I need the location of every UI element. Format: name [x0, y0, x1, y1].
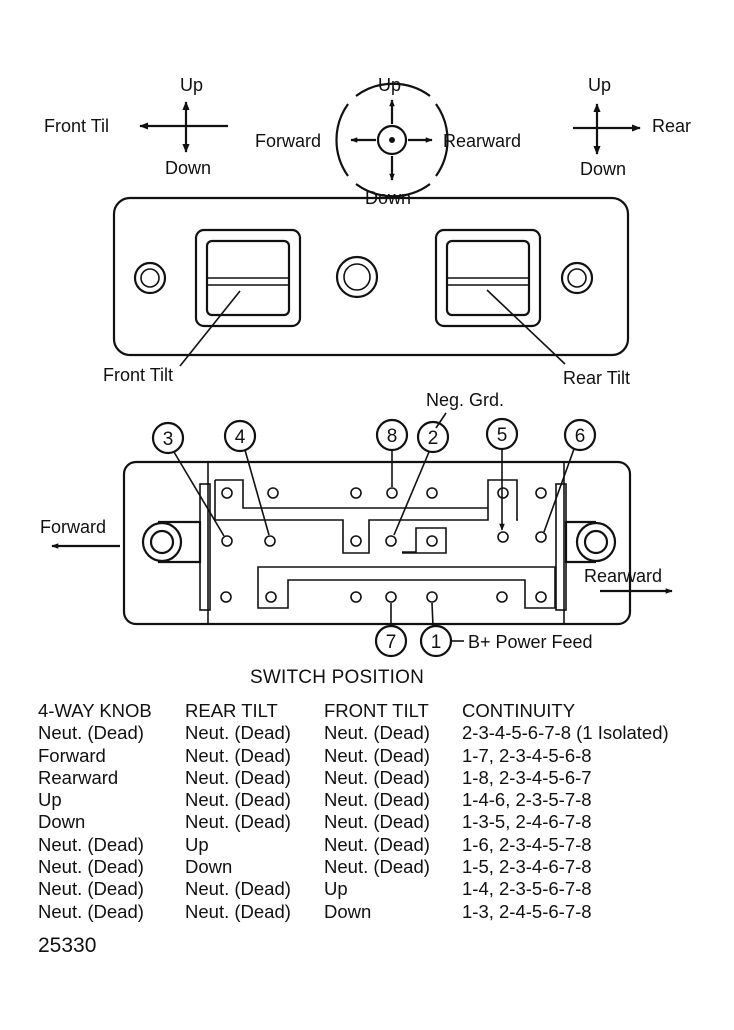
- header-rear-tilt: REAR TILT: [185, 700, 278, 721]
- table-row: Neut. (Dead) Up Neut. (Dead) 1-6, 2-3-4-…: [38, 833, 592, 855]
- header-front-tilt: FRONT TILT: [324, 700, 429, 721]
- power-feed-label: B+ Power Feed: [468, 632, 593, 652]
- rear-tilt-switch[interactable]: [434, 228, 542, 328]
- terminal-connector: [122, 460, 632, 626]
- rearward-label: Rearward: [584, 566, 662, 586]
- front-side-label: Front Til: [44, 116, 109, 136]
- terminal-8-callout: 8: [375, 418, 409, 487]
- table-row: Rearward Neut. (Dead) Neut. (Dead) 1-8, …: [38, 766, 592, 788]
- terminal-callouts: 3 4 8 2 5 6 7: [151, 417, 597, 658]
- table-row: Forward Neut. (Dead) Neut. (Dead) 1-7, 2…: [38, 744, 592, 766]
- front-down-label: Down: [165, 158, 211, 178]
- knob-icon: [376, 124, 408, 156]
- right-mount-ear: [564, 520, 617, 564]
- forward-label: Forward: [40, 517, 106, 537]
- left-mount-ear: [141, 520, 202, 564]
- front-tilt-switch[interactable]: [194, 228, 302, 328]
- rear-tilt-direction-indicator: Up Down Rear: [573, 75, 691, 179]
- figure-number: 25330: [38, 934, 97, 957]
- table-header-row: 4-WAY KNOB REAR TILT FRONT TILT CONTINUI…: [38, 700, 702, 722]
- front-tilt-label: Front Tilt: [103, 365, 173, 385]
- switch-panel: Front Tilt Rear Tilt: [103, 196, 630, 388]
- terminal-2-callout: 2: [393, 420, 450, 536]
- panel-right-screw: [560, 261, 594, 295]
- svg-text:4: 4: [235, 427, 246, 448]
- svg-text:8: 8: [387, 426, 398, 447]
- svg-text:2: 2: [428, 428, 439, 449]
- terminal-1-callout: 1: [419, 602, 464, 658]
- table-row: Neut. (Dead) Neut. (Dead) Neut. (Dead) 2…: [38, 722, 669, 744]
- table-row: Neut. (Dead) Neut. (Dead) Down 1-3, 2-4-…: [38, 900, 592, 922]
- table-row: Neut. (Dead) Neut. (Dead) Up 1-4, 2-3-5-…: [38, 878, 592, 900]
- svg-text:1: 1: [431, 632, 442, 653]
- contact-points: [220, 487, 547, 603]
- rear-down-label: Down: [580, 159, 626, 179]
- switch-position-title: SWITCH POSITION: [250, 667, 424, 688]
- header-4-way-knob: 4-WAY KNOB: [38, 700, 152, 721]
- neg-grd-label: Neg. Grd.: [426, 390, 504, 410]
- svg-text:3: 3: [163, 429, 174, 450]
- terminal-5-callout: 5: [485, 417, 519, 531]
- table-row: Neut. (Dead) Down Neut. (Dead) 1-5, 2-3-…: [38, 856, 592, 878]
- svg-text:5: 5: [497, 425, 508, 446]
- continuity-table: 4-WAY KNOB REAR TILT FRONT TILT CONTINUI…: [38, 700, 702, 923]
- svg-text:6: 6: [575, 426, 586, 447]
- svg-text:7: 7: [386, 632, 397, 653]
- front-up-label: Up: [180, 75, 203, 95]
- panel-left-screw: [133, 261, 167, 295]
- knob-right-label: Rearward: [443, 131, 521, 151]
- terminal-7-callout: 7: [374, 603, 408, 658]
- table-row: Down Neut. (Dead) Neut. (Dead) 1-3-5, 2-…: [38, 811, 592, 833]
- terminal-4-callout: 4: [223, 419, 270, 536]
- header-continuity: CONTINUITY: [462, 700, 576, 721]
- terminal-6-callout: 6: [543, 418, 597, 533]
- terminal-3-callout: 3: [151, 421, 225, 537]
- panel-center-screw: [335, 255, 379, 299]
- rear-tilt-label: Rear Tilt: [563, 368, 630, 388]
- knob-up-label: Up: [378, 75, 401, 95]
- rear-side-label: Rear: [652, 116, 691, 136]
- front-tilt-direction-indicator: Up Down Front Til: [44, 75, 228, 178]
- table-row: Up Neut. (Dead) Neut. (Dead) 1-4-6, 2-3-…: [38, 789, 592, 811]
- knob-direction-indicator: Up Down Forward Rearward: [255, 75, 521, 208]
- rear-up-label: Up: [588, 75, 611, 95]
- knob-left-label: Forward: [255, 131, 321, 151]
